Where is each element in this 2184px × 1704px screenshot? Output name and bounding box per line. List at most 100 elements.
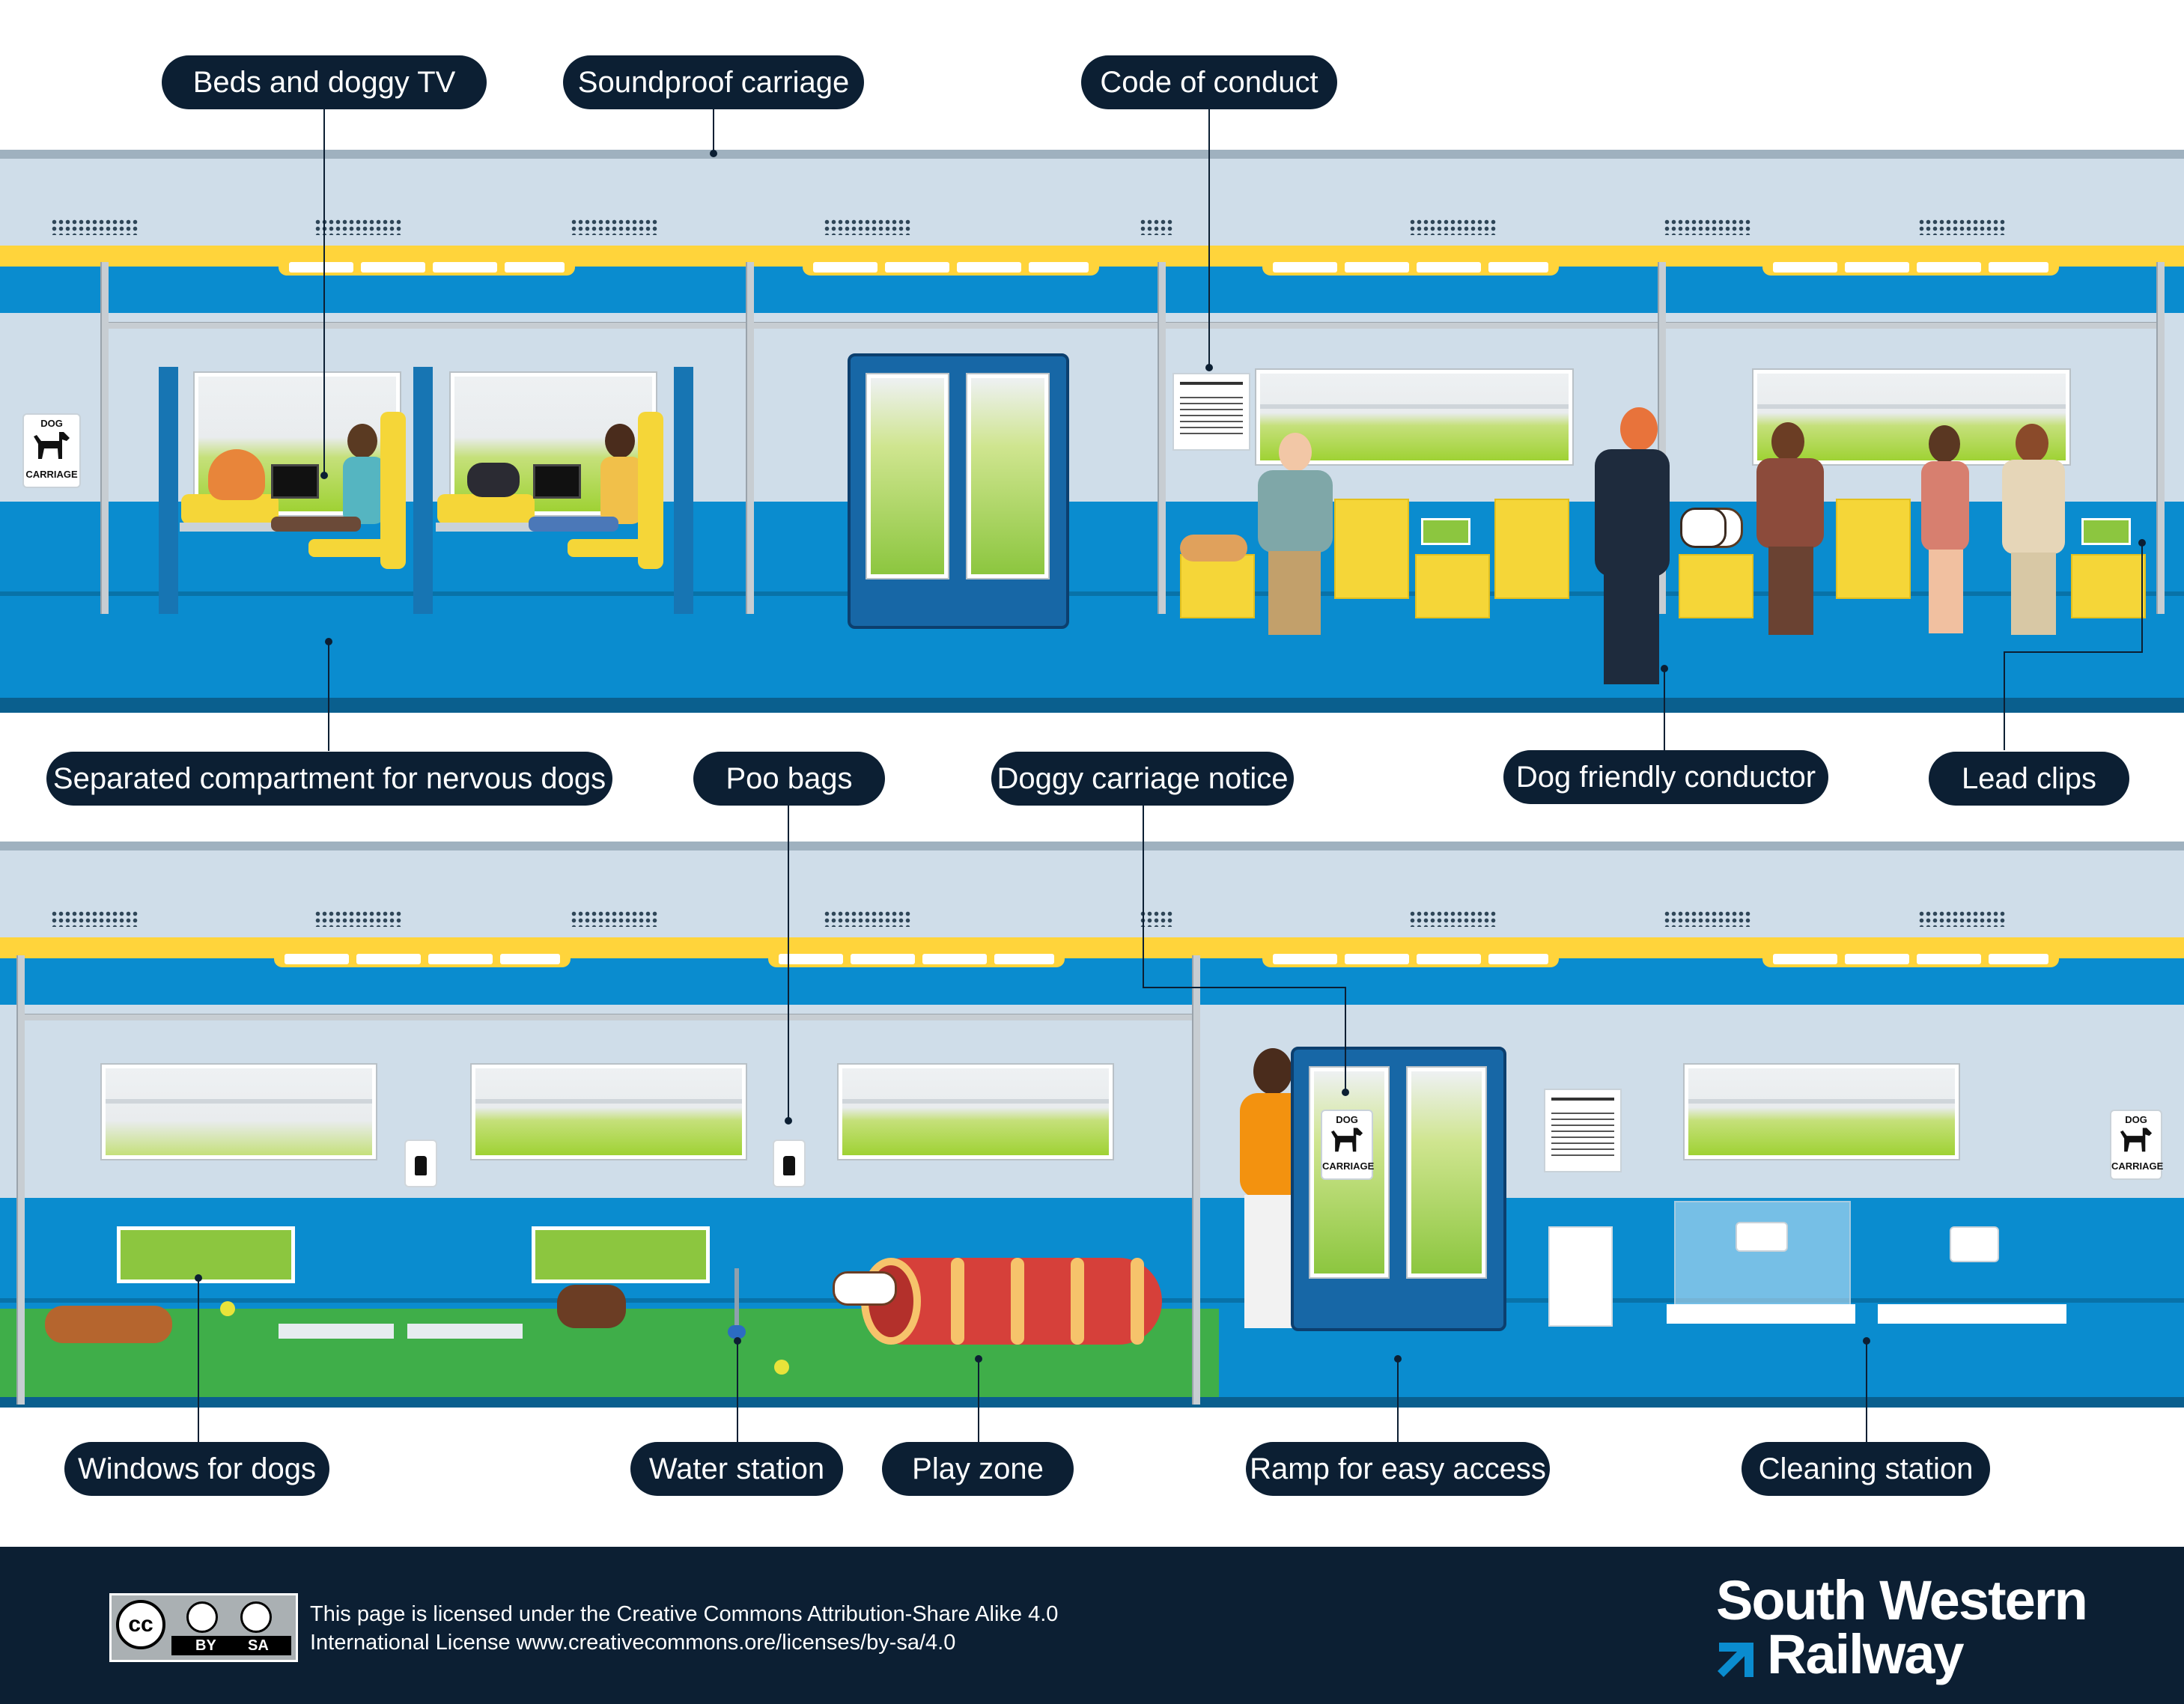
water-station bbox=[728, 1268, 746, 1339]
vent-2 bbox=[314, 219, 401, 235]
top-carriage: DOG CARRIAGE bbox=[0, 150, 2184, 713]
girl-body bbox=[1921, 461, 1969, 551]
label-cleaning-station: Cleaning station bbox=[1742, 1442, 1990, 1496]
leader-notice-dot bbox=[1342, 1089, 1349, 1096]
top-door bbox=[848, 353, 1069, 629]
dog-carriage-sign: DOG CARRIAGE bbox=[22, 413, 81, 488]
leader-notice-v1 bbox=[1143, 804, 1144, 987]
leader-lead-clips-dot bbox=[2138, 539, 2146, 547]
leader-windows bbox=[198, 1277, 199, 1442]
roof-line-2 bbox=[0, 842, 2184, 851]
seat-base-2 bbox=[568, 539, 650, 557]
vent-b2 bbox=[314, 910, 401, 927]
vent-b3 bbox=[571, 910, 657, 927]
leader-code-conduct-dot bbox=[1205, 364, 1213, 371]
floor-edge-2 bbox=[0, 1397, 2184, 1408]
bottom-door bbox=[1291, 1047, 1506, 1331]
ceiling-light-b2 bbox=[768, 951, 1065, 967]
sign-top-text: DOG bbox=[40, 418, 63, 429]
doggy-tv-2 bbox=[533, 464, 581, 499]
leader-windows-dot bbox=[195, 1274, 202, 1282]
label-beds-doggy-tv: Beds and doggy TV bbox=[162, 55, 487, 109]
grab-pole-2 bbox=[746, 262, 754, 614]
label-soundproof-carriage: Soundproof carriage bbox=[563, 55, 864, 109]
ceiling-light-b3 bbox=[1262, 951, 1559, 967]
vent-5 bbox=[1140, 219, 1174, 235]
bottom-door-window-right bbox=[1408, 1068, 1485, 1277]
leader-beds-tv-dot bbox=[320, 472, 328, 479]
ceiling-light-2 bbox=[803, 259, 1099, 276]
window-b3 bbox=[839, 1065, 1113, 1159]
compartment-frame-mid bbox=[413, 367, 433, 614]
vent-3 bbox=[571, 219, 657, 235]
woman-seated-body bbox=[1756, 458, 1824, 548]
leader-water-dot bbox=[734, 1337, 741, 1345]
poo-bag-dispenser-2 bbox=[773, 1139, 806, 1187]
conductor-legs bbox=[1604, 573, 1659, 684]
dog-icon bbox=[34, 432, 70, 459]
top-door-window-right bbox=[967, 374, 1048, 578]
lying-dog-1 bbox=[1180, 535, 1247, 562]
ceiling-light-4 bbox=[1762, 259, 2059, 276]
elderly-man-legs bbox=[1268, 551, 1321, 635]
seat-row-a-1 bbox=[1180, 554, 1255, 618]
girl-legs bbox=[1929, 550, 1963, 633]
dog-dachshund bbox=[467, 463, 520, 497]
swr-logo-line2: Railway bbox=[1767, 1623, 1965, 1685]
conductor-body bbox=[1595, 449, 1670, 576]
cc-logo-text: cc bbox=[128, 1612, 153, 1637]
vent-b4 bbox=[824, 910, 910, 927]
vent-b8 bbox=[1918, 910, 2005, 927]
leader-code-conduct bbox=[1208, 109, 1210, 367]
vent-b6 bbox=[1409, 910, 1496, 927]
leader-soundproof-dot bbox=[710, 150, 717, 157]
dryer bbox=[1950, 1226, 1999, 1262]
label-play-zone: Play zone bbox=[882, 1442, 1074, 1496]
roof-line bbox=[0, 150, 2184, 159]
grab-pole-b2 bbox=[1192, 955, 1200, 1405]
girl-head bbox=[1929, 425, 1960, 463]
label-water-station: Water station bbox=[630, 1442, 843, 1496]
vent-7 bbox=[1664, 219, 1750, 235]
woman-seated-legs bbox=[1768, 547, 1813, 635]
sa-icon bbox=[240, 1601, 272, 1633]
vent-1 bbox=[51, 219, 138, 235]
elderly-man-body bbox=[1258, 470, 1333, 553]
license-text-line1: This page is licensed under the Creative… bbox=[310, 1602, 1059, 1626]
code-of-conduct-poster bbox=[1172, 373, 1250, 451]
leader-play bbox=[978, 1358, 979, 1442]
floor bbox=[0, 596, 2184, 698]
bottom-carriage: DOG CARRIAGE DOG CARRIAGE bbox=[0, 842, 2184, 1408]
cleaning-mat-2 bbox=[1878, 1304, 2066, 1324]
ceiling-light-b1 bbox=[274, 951, 571, 967]
passenger-man-body bbox=[600, 457, 642, 524]
sign-bottom-text: CARRIAGE bbox=[25, 469, 78, 480]
swr-logo: South Western Railway bbox=[1716, 1571, 2105, 1685]
vent-b5 bbox=[1140, 910, 1174, 927]
swr-arrow-icon bbox=[1718, 1643, 1753, 1677]
leader-lead-clips-v1 bbox=[2141, 542, 2143, 653]
seat-base-1 bbox=[308, 539, 391, 557]
leader-poo-bags bbox=[788, 804, 789, 1120]
floor-mat-1 bbox=[279, 1324, 394, 1339]
license-text-line2: International License www.creativecommon… bbox=[310, 1631, 956, 1655]
elderly-man-head bbox=[1279, 433, 1312, 472]
leader-separated bbox=[328, 640, 329, 751]
doggy-tv-1 bbox=[271, 464, 319, 499]
tennis-ball-1 bbox=[220, 1301, 235, 1316]
leader-water bbox=[737, 1340, 738, 1442]
cc-license-badge: cc BY SA bbox=[109, 1593, 298, 1662]
handrail bbox=[105, 322, 2156, 329]
door-sign-top-text: DOG bbox=[1336, 1114, 1358, 1125]
window-b2 bbox=[472, 1065, 746, 1159]
leader-ramp bbox=[1397, 1358, 1399, 1442]
grab-pole-5 bbox=[2156, 262, 2165, 614]
cleaning-mat-1 bbox=[1667, 1304, 1855, 1324]
ceiling-light-b4 bbox=[1762, 951, 2059, 967]
dog-window-1 bbox=[117, 1226, 295, 1283]
label-lead-clips: Lead clips bbox=[1929, 752, 2129, 806]
floor-mat-2 bbox=[407, 1324, 523, 1339]
floor-edge bbox=[0, 698, 2184, 713]
nervous-dog-compartment bbox=[159, 367, 693, 621]
dog-carriage-sign-2: DOG CARRIAGE bbox=[2110, 1110, 2163, 1180]
